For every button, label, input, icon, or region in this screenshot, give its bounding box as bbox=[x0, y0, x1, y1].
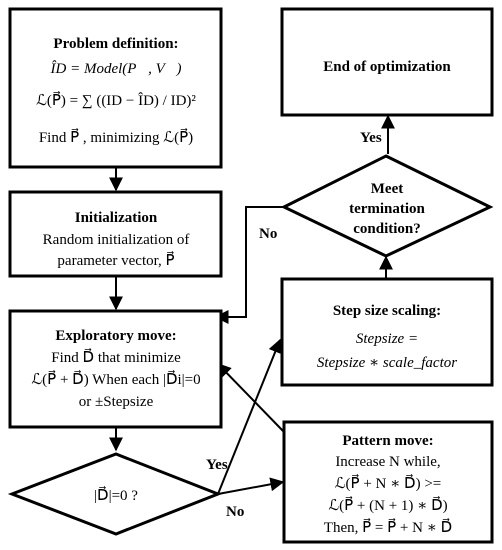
d-zero-yes-label: Yes bbox=[206, 457, 228, 473]
termination-line2: termination bbox=[349, 201, 425, 217]
d-zero-label: |D⃗|=0 ? bbox=[94, 485, 138, 504]
find-p-text: Find P⃗ , minimizing ℒ(P⃗) bbox=[39, 127, 193, 146]
loss-equation: ℒ(P⃗) = ∑ ((ID − ÎD) / ID)² bbox=[36, 90, 196, 109]
exploratory-line1: Find D⃗ that minimize bbox=[51, 347, 181, 366]
exploratory-line2: ℒ(P⃗ + D⃗) When each |D⃗i|=0 bbox=[31, 369, 200, 388]
initialization-line2: parameter vector, P⃗ bbox=[57, 250, 174, 269]
arrow-pattern-to-exploratory bbox=[217, 362, 285, 433]
termination-line1: Meet bbox=[371, 181, 403, 197]
step-size-line2: Stepsize ∗ scale_factor bbox=[317, 355, 457, 371]
pattern-title: Pattern move: bbox=[342, 433, 433, 449]
problem-definition-box bbox=[8, 7, 223, 169]
exploratory-title: Exploratory move: bbox=[55, 328, 176, 344]
termination-decision-diamond bbox=[280, 154, 494, 258]
problem-definition-title: Problem definition: bbox=[53, 36, 178, 52]
step-size-title: Step size scaling: bbox=[333, 303, 441, 319]
termination-yes-label: Yes bbox=[360, 130, 382, 146]
pattern-line2: ℒ(P⃗ + N ∗ D⃗) >= bbox=[335, 473, 442, 492]
termination-no-label: No bbox=[259, 226, 277, 242]
initialization-line1: Random initialization of bbox=[43, 232, 190, 248]
initialization-box bbox=[8, 190, 223, 278]
step-size-scaling-box bbox=[280, 277, 494, 387]
pattern-line1: Increase N while, bbox=[335, 454, 440, 470]
model-equation: ÎD = Model(P⃗, V⃗) bbox=[50, 60, 182, 77]
end-of-optimization-box bbox=[280, 7, 494, 117]
initialization-title: Initialization bbox=[75, 210, 158, 226]
pattern-line3: ℒ(P⃗ + (N + 1) ∗ D⃗) bbox=[328, 495, 447, 514]
end-of-optimization-label: End of optimization bbox=[323, 59, 451, 75]
arrow-decision-yes-to-step bbox=[217, 338, 282, 495]
pattern-move-box bbox=[282, 420, 494, 544]
step-size-line1: Stepsize = bbox=[356, 331, 418, 347]
arrow-decision-no-to-pattern bbox=[217, 477, 285, 495]
d-zero-decision-diamond bbox=[7, 452, 223, 536]
exploratory-move-box bbox=[8, 309, 223, 429]
arrow-termination-no-to-exploratory bbox=[214, 206, 284, 324]
pattern-line4: Then, P⃗ = P⃗ + N ∗ D⃗ bbox=[324, 517, 452, 536]
termination-line3: condition? bbox=[353, 221, 421, 237]
exploratory-line3: or ±Stepsize bbox=[79, 394, 154, 410]
d-zero-no-label: No bbox=[226, 504, 244, 520]
